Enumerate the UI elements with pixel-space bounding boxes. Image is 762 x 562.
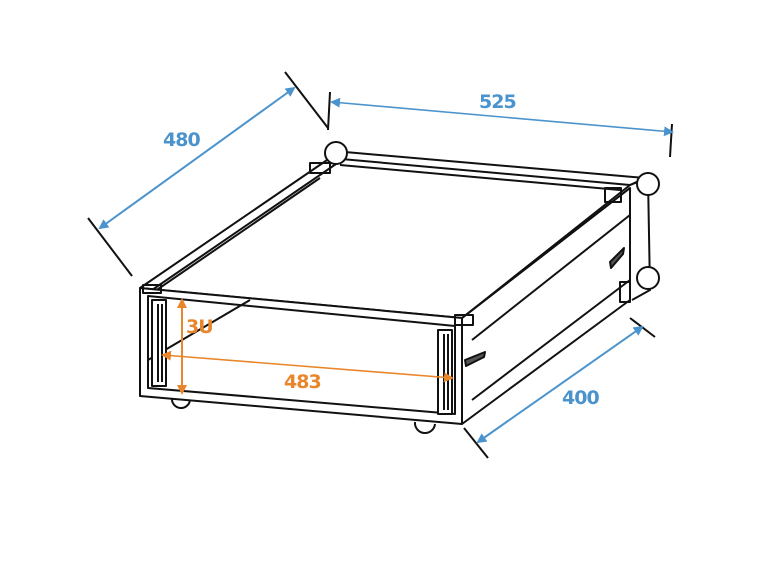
dim-400-arrow bbox=[476, 325, 644, 444]
dim-480-label: 480 bbox=[163, 129, 201, 151]
dim-525-arrow bbox=[330, 97, 674, 137]
dim-525-label: 525 bbox=[479, 91, 517, 113]
dim-483-label: 483 bbox=[284, 371, 322, 393]
dim-3u-label: 3U bbox=[186, 316, 214, 338]
dimension-arrows bbox=[98, 86, 674, 444]
dim-400-label: 400 bbox=[562, 387, 600, 409]
dim-480-arrow bbox=[98, 86, 296, 230]
dim-483-arrow bbox=[161, 350, 454, 383]
